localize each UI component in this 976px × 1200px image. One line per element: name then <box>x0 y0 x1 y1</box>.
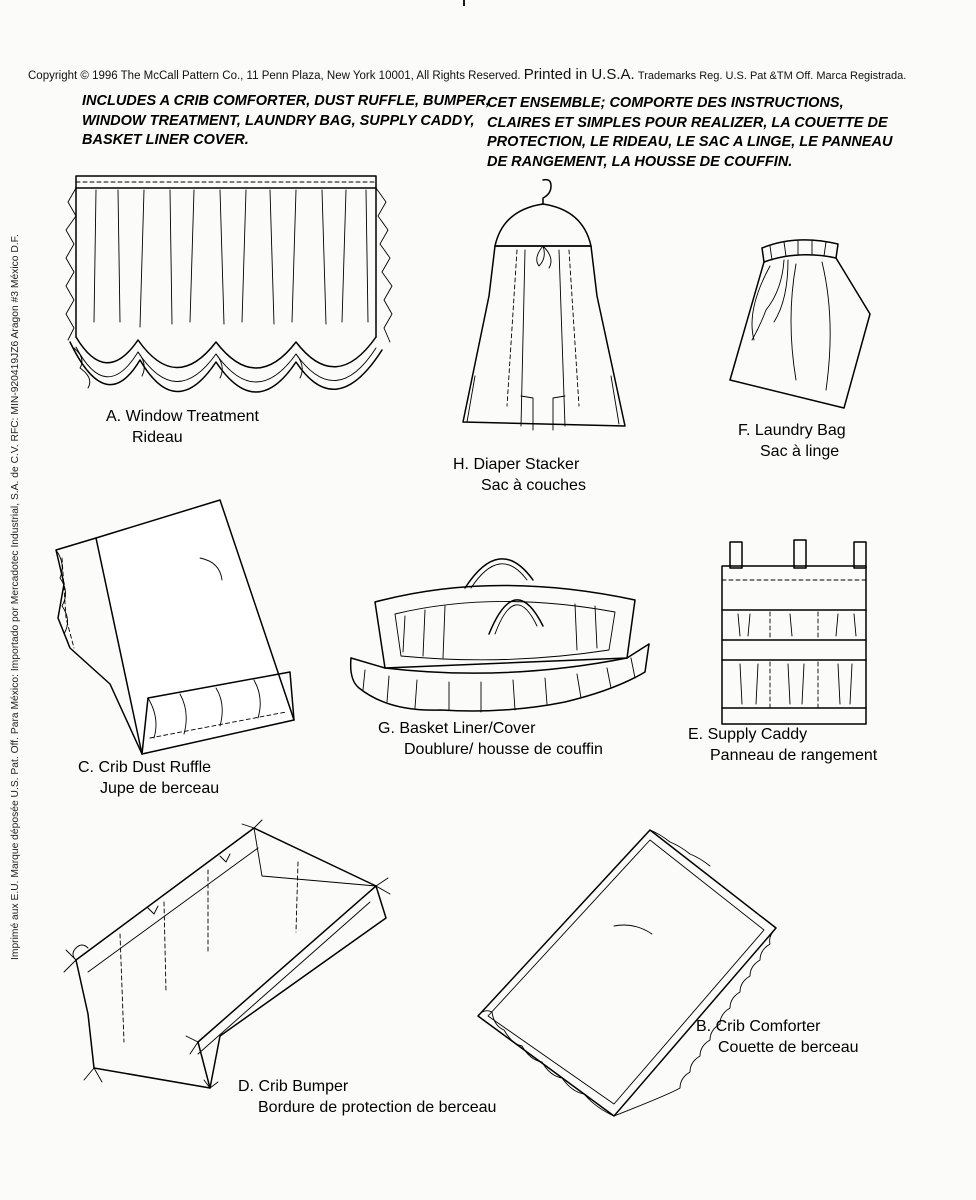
intro-french: CET ENSEMBLE; COMPORTE DES INSTRUCTIONS,… <box>487 94 892 172</box>
view-a-name: A. Window Treatment <box>106 408 259 425</box>
view-a-french: Rideau <box>132 429 183 446</box>
view-f-name: F. Laundry Bag <box>738 422 846 439</box>
view-f-label: F. Laundry Bag Sac à linge <box>738 420 846 462</box>
view-e-name: E. Supply Caddy <box>688 726 808 743</box>
intro-english-line: INCLUDES A CRIB COMFORTER, DUST RUFFLE, … <box>82 93 490 109</box>
laundry-bag-illustration <box>726 230 876 415</box>
copyright-line: Copyright © 1996 The McCall Pattern Co.,… <box>28 66 948 83</box>
diaper-stacker-illustration <box>455 176 630 456</box>
printed-in-text: Printed in U.S.A. <box>523 66 635 83</box>
intro-french-line: CLAIRES ET SIMPLES POUR REALIZER, LA COU… <box>487 114 888 131</box>
intro-french-line: DE RANGEMENT, LA HOUSSE DE COUFFIN. <box>487 153 793 170</box>
view-g-french: Doublure/ housse de couffin <box>404 741 603 758</box>
view-h-name: H. Diaper Stacker <box>453 456 580 473</box>
view-h-label: H. Diaper Stacker Sac à couches <box>453 454 586 496</box>
intro-french-line: PROTECTION, LE RIDEAU, LE SAC A LINGE, L… <box>487 134 893 150</box>
view-e-french: Panneau de rangement <box>710 747 878 764</box>
view-g-label: G. Basket Liner/Cover Doublure/ housse d… <box>378 718 603 760</box>
side-legal-text: Imprimé aux E.U. Marque déposée U.S. Pat… <box>10 234 21 960</box>
intro-english-line: BASKET LINER COVER. <box>82 132 249 148</box>
view-h-french: Sac à couches <box>481 477 586 494</box>
basket-liner-illustration <box>345 540 655 720</box>
crib-comforter-illustration <box>464 826 786 1120</box>
trademark-text: Trademarks Reg. U.S. Pat &TM Off. Marca … <box>637 70 907 82</box>
view-d-name: D. Crib Bumper <box>238 1078 349 1095</box>
window-treatment-illustration <box>65 172 396 412</box>
intro-english: INCLUDES A CRIB COMFORTER, DUST RUFFLE, … <box>82 92 490 151</box>
intro-english-line: WINDOW TREATMENT, LAUNDRY BAG, SUPPLY CA… <box>82 112 475 129</box>
view-c-label: C. Crib Dust Ruffle Jupe de berceau <box>78 757 219 799</box>
view-b-name: B. Crib Comforter <box>696 1018 821 1035</box>
view-c-french: Jupe de berceau <box>100 780 220 797</box>
view-c-name: C. Crib Dust Ruffle <box>78 759 212 776</box>
view-d-french: Bordure de protection de berceau <box>258 1099 497 1116</box>
crib-bumper-illustration <box>58 819 394 1092</box>
view-b-label: B. Crib Comforter Couette de berceau <box>696 1016 859 1058</box>
view-b-french: Couette de berceau <box>718 1039 859 1056</box>
tick-mark <box>463 0 465 6</box>
crib-dust-ruffle-illustration <box>50 498 310 758</box>
intro-french-line: CET ENSEMBLE; COMPORTE DES INSTRUCTIONS, <box>487 95 844 111</box>
view-d-label: D. Crib Bumper Bordure de protection de … <box>238 1076 496 1118</box>
copyright-text: Copyright © 1996 The McCall Pattern Co.,… <box>28 70 521 82</box>
view-e-label: E. Supply Caddy Panneau de rangement <box>688 724 877 766</box>
view-a-label: A. Window Treatment Rideau <box>106 406 259 448</box>
view-g-name: G. Basket Liner/Cover <box>378 720 536 737</box>
supply-caddy-illustration <box>718 539 870 726</box>
view-f-french: Sac à linge <box>760 443 840 460</box>
